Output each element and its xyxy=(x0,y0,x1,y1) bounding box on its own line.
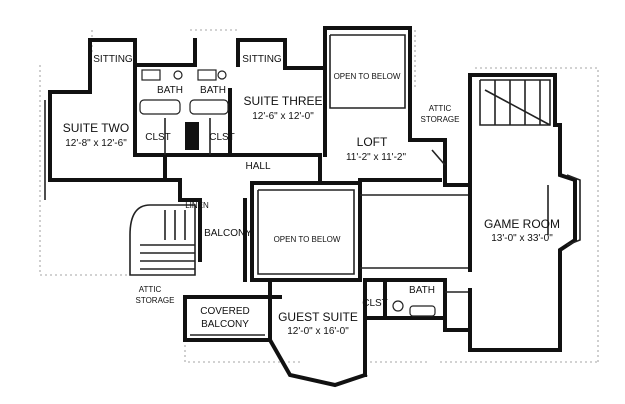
label-bath-right: BATH xyxy=(200,85,226,96)
label-clst-guest: CLST xyxy=(362,298,388,309)
label-clst-right: CLST xyxy=(209,132,235,143)
label-bath-left: BATH xyxy=(157,85,183,96)
suite-two-walls xyxy=(44,38,197,200)
label-open-below-top: OPEN TO BELOW xyxy=(334,72,401,81)
label-sitting-left: SITTING xyxy=(93,54,133,65)
label-clst-left: CLST xyxy=(145,132,171,143)
label-bath-guest: BATH xyxy=(409,285,435,296)
label-guest-suite: GUEST SUITE xyxy=(278,310,358,324)
label-hall: HALL xyxy=(245,161,270,172)
dim-suite-three: 12'-6" x 12'-0" xyxy=(252,111,314,122)
dim-loft: 11'-2" x 11'-2" xyxy=(346,152,406,163)
label-linen: LINEN xyxy=(185,201,209,210)
upper-bath-fixtures xyxy=(139,69,229,155)
label-sitting-right: SITTING xyxy=(242,54,282,65)
label-attic-top-2: STORAGE xyxy=(421,115,460,124)
label-loft: LOFT xyxy=(357,135,388,149)
left-stair xyxy=(129,198,247,282)
guest-bathtub xyxy=(409,305,436,317)
toilet-right xyxy=(217,70,227,80)
game-room-walls xyxy=(468,73,581,352)
label-covered-1: COVERED xyxy=(200,306,249,317)
bathtub-left xyxy=(139,99,181,115)
dim-game-room: 13'-0" x 33'-0" xyxy=(491,233,553,244)
guest-suite-walls xyxy=(267,278,472,388)
label-covered-2: BALCONY xyxy=(201,319,249,330)
dim-guest-suite: 12'-0" x 16'-0" xyxy=(287,326,349,337)
label-attic-left-1: ATTIC xyxy=(139,285,162,294)
chimney xyxy=(185,122,199,150)
label-attic-top-1: ATTIC xyxy=(429,104,452,113)
vanity-right xyxy=(197,69,217,81)
label-suite-two: SUITE TWO xyxy=(63,121,129,135)
guest-toilet xyxy=(392,300,404,312)
label-balcony: BALCONY xyxy=(204,228,252,239)
label-game-room: GAME ROOM xyxy=(484,217,560,231)
dim-suite-two: 12'-8" x 12'-6" xyxy=(65,138,127,149)
room-labels: SITTING SITTING BATH BATH SUITE TWO 12'-… xyxy=(63,54,560,337)
vanity-left xyxy=(141,69,161,81)
label-open-below-center: OPEN TO BELOW xyxy=(274,235,341,244)
label-suite-three: SUITE THREE xyxy=(243,94,322,108)
upper-suites-walls xyxy=(133,26,412,202)
toilet-left xyxy=(173,70,183,80)
center-opening xyxy=(250,181,471,282)
loft-walls xyxy=(318,108,472,187)
covered-balcony-walls xyxy=(183,295,282,342)
bathtub-right xyxy=(189,99,229,115)
label-attic-left-2: STORAGE xyxy=(136,296,175,305)
